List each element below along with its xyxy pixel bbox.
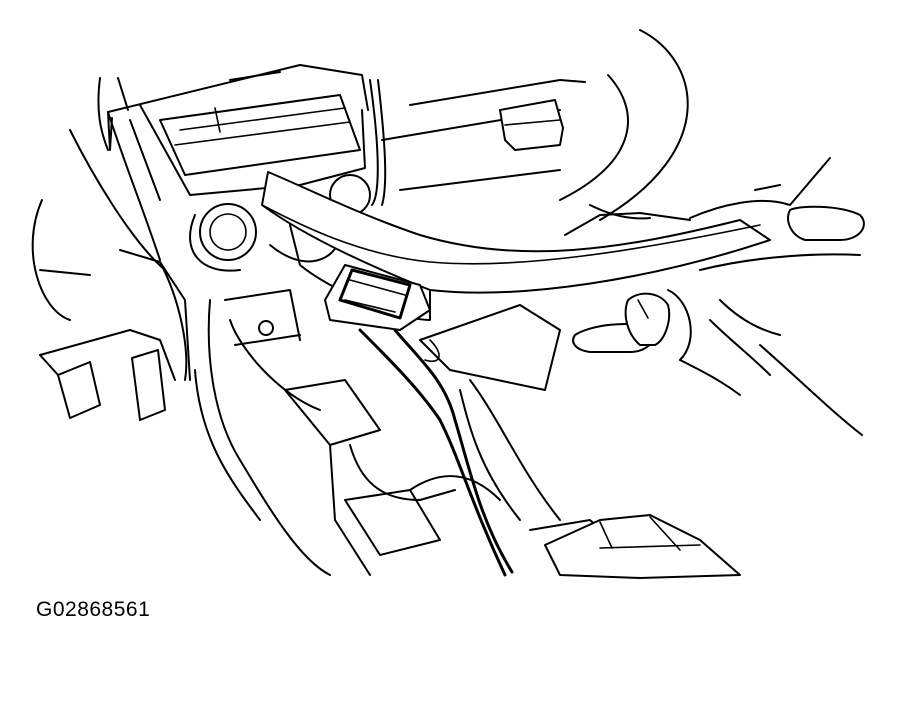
wire-harness bbox=[358, 328, 514, 577]
dash-vent-cover bbox=[499, 99, 564, 151]
figure-id-label: G02868561 bbox=[36, 598, 151, 621]
finger-upper bbox=[624, 292, 671, 346]
center-stack bbox=[107, 94, 366, 261]
lower-dash-left bbox=[31, 129, 191, 381]
right-hand bbox=[564, 157, 865, 271]
dashboard-outline bbox=[97, 29, 689, 221]
left-hand bbox=[572, 289, 863, 436]
rear-console-block bbox=[544, 514, 741, 579]
pedals bbox=[39, 349, 166, 421]
panel-rear-tab bbox=[419, 304, 561, 391]
removed-console-panel bbox=[261, 171, 771, 391]
climate-controls bbox=[189, 174, 371, 272]
brake-pedal bbox=[57, 361, 101, 419]
audio-unit bbox=[159, 94, 361, 176]
center-console bbox=[194, 289, 621, 576]
accelerator-pedal bbox=[131, 349, 166, 421]
fan-knob bbox=[199, 203, 257, 261]
wire-connector bbox=[324, 264, 431, 331]
thumb bbox=[787, 205, 865, 241]
console-switch bbox=[258, 320, 274, 336]
